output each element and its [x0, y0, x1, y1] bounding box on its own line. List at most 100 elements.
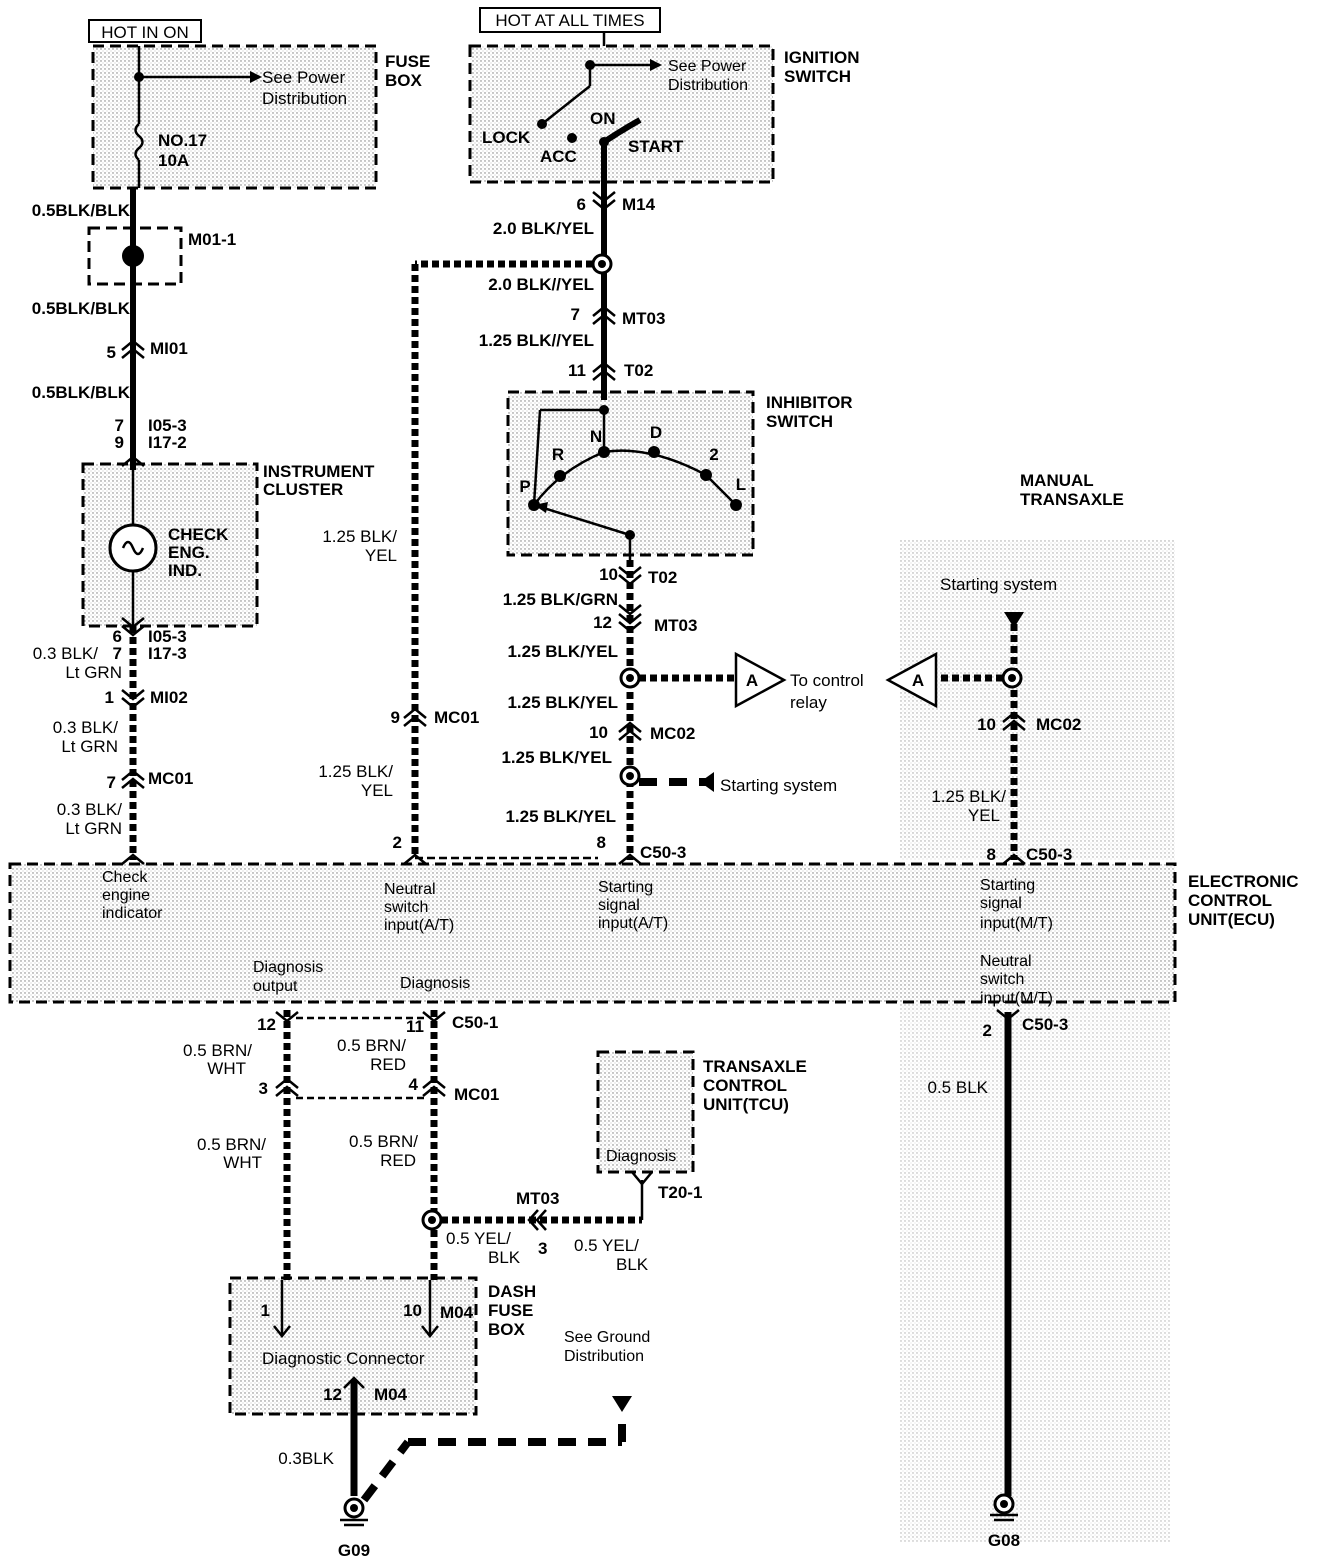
svg-text:Starting: Starting	[980, 877, 1035, 894]
mc01-connector-brn-wht	[275, 1077, 299, 1097]
svg-text:Lt GRN: Lt GRN	[65, 819, 122, 838]
svg-text:Starting system: Starting system	[940, 575, 1057, 594]
svg-text:N: N	[590, 427, 602, 446]
ignition-switch-lever	[541, 85, 591, 125]
svg-text:YEL: YEL	[361, 781, 393, 800]
svg-text:Distribution: Distribution	[262, 89, 347, 108]
svg-text:HOT IN ON: HOT IN ON	[101, 23, 189, 42]
svg-text:IND.: IND.	[168, 561, 202, 580]
svg-text:T20-1: T20-1	[658, 1183, 702, 1202]
svg-text:11: 11	[568, 361, 586, 380]
svg-text:8: 8	[597, 833, 606, 852]
mc01-connector-left	[121, 769, 145, 789]
svg-text:FUSE: FUSE	[385, 52, 430, 71]
left-branch: 0.5BLK/BLK M01-1 0.5BLK/BLK 5 MI01 0.5BL…	[32, 188, 375, 865]
svg-text:0.5 YEL/: 0.5 YEL/	[446, 1229, 511, 1248]
svg-text:Distribution: Distribution	[564, 1348, 644, 1365]
svg-text:2.0 BLK//YEL: 2.0 BLK//YEL	[488, 275, 594, 294]
tcu-outline	[596, 1050, 695, 1174]
mc01-connector-brn-red	[422, 1077, 446, 1097]
svg-text:See Power: See Power	[668, 58, 747, 75]
svg-text:MC01: MC01	[454, 1085, 499, 1104]
svg-text:10: 10	[977, 715, 996, 734]
svg-text:12: 12	[593, 613, 612, 632]
svg-text:1.25 BLK/YEL: 1.25 BLK/YEL	[501, 748, 612, 767]
ecu-outline	[8, 862, 1177, 1004]
svg-text:MC01: MC01	[148, 769, 193, 788]
arrow-starting-system	[700, 772, 714, 792]
svg-text:0.5 BRN/: 0.5 BRN/	[349, 1132, 418, 1151]
svg-text:10: 10	[589, 723, 608, 742]
svg-text:1: 1	[105, 688, 114, 707]
svg-text:9: 9	[391, 708, 400, 727]
svg-text:10: 10	[403, 1301, 422, 1320]
svg-text:To control: To control	[790, 671, 864, 690]
svg-text:1: 1	[261, 1301, 270, 1320]
svg-text:SWITCH: SWITCH	[784, 67, 851, 86]
ecu: ELECTRONIC CONTROL UNIT(ECU) Check engin…	[102, 869, 1299, 1007]
svg-text:switch: switch	[980, 971, 1024, 988]
instrument-cluster-outline	[81, 462, 259, 628]
svg-text:YEL: YEL	[365, 546, 397, 565]
svg-text:MC02: MC02	[1036, 715, 1081, 734]
svg-text:Lt GRN: Lt GRN	[61, 737, 118, 756]
svg-text:Diagnosis: Diagnosis	[253, 959, 323, 976]
svg-text:BOX: BOX	[385, 71, 423, 90]
ecu-shade	[10, 864, 1175, 1002]
svg-text:FUSE: FUSE	[488, 1301, 533, 1320]
svg-text:C50-1: C50-1	[452, 1013, 498, 1032]
svg-text:11: 11	[406, 1017, 424, 1036]
svg-text:1.25 BLK/GRN: 1.25 BLK/GRN	[503, 590, 618, 609]
svg-text:TRANSAXLE: TRANSAXLE	[1020, 490, 1124, 509]
svg-text:7: 7	[115, 416, 124, 435]
svg-text:engine: engine	[102, 887, 150, 904]
svg-text:12: 12	[257, 1015, 276, 1034]
svg-text:INSTRUMENT: INSTRUMENT	[263, 462, 375, 481]
svg-text:MT03: MT03	[654, 616, 697, 635]
mc02-connector-manual	[1002, 711, 1026, 731]
svg-text:input(A/T): input(A/T)	[384, 917, 454, 934]
svg-text:MI02: MI02	[150, 688, 188, 707]
svg-text:L: L	[736, 475, 746, 494]
svg-text:BOX: BOX	[488, 1320, 526, 1339]
mt03-connector-tcu	[527, 1209, 547, 1231]
manual-transaxle: MANUAL TRANSAXLE Starting system A 10 MC…	[885, 471, 1124, 1550]
svg-text:signal: signal	[980, 895, 1022, 912]
fuse-box-outline	[91, 44, 378, 190]
connector-a-left	[734, 651, 787, 709]
dash-fuse-box-outline	[228, 1276, 478, 1416]
svg-text:DASH: DASH	[488, 1282, 536, 1301]
svg-text:1.25 BLK/YEL: 1.25 BLK/YEL	[505, 807, 616, 826]
svg-text:RED: RED	[370, 1055, 406, 1074]
ignition-switch: See Power Distribution LOCK ACC ON START…	[482, 32, 860, 182]
svg-text:1.25 BLK/YEL: 1.25 BLK/YEL	[507, 642, 618, 661]
svg-text:2: 2	[983, 1021, 992, 1040]
svg-text:SWITCH: SWITCH	[766, 412, 833, 431]
svg-text:G08: G08	[988, 1531, 1020, 1550]
svg-text:10: 10	[599, 565, 618, 584]
svg-text:T02: T02	[648, 568, 677, 587]
svg-text:1.25 BLK/: 1.25 BLK/	[318, 762, 393, 781]
svg-text:UNIT(TCU): UNIT(TCU)	[703, 1095, 789, 1114]
tcu-shade	[598, 1052, 693, 1172]
svg-text:I17-2: I17-2	[148, 433, 187, 452]
mi01-connector	[121, 339, 145, 359]
svg-text:CONTROL: CONTROL	[1188, 891, 1272, 910]
svg-text:Check: Check	[102, 869, 148, 886]
svg-text:3: 3	[538, 1239, 547, 1258]
svg-text:M04: M04	[440, 1303, 474, 1322]
svg-text:WHT: WHT	[223, 1153, 262, 1172]
svg-text:0.3 BLK/: 0.3 BLK/	[33, 644, 98, 663]
svg-text:M14: M14	[622, 195, 656, 214]
svg-text:IGNITION: IGNITION	[784, 48, 860, 67]
ground-terminal-icon	[612, 1396, 632, 1412]
svg-text:Diagnosis: Diagnosis	[400, 975, 470, 992]
svg-text:switch: switch	[384, 899, 428, 916]
svg-text:NO.17: NO.17	[158, 131, 207, 150]
svg-text:Starting: Starting	[598, 879, 653, 896]
svg-text:10A: 10A	[158, 151, 189, 170]
svg-text:M01-1: M01-1	[188, 230, 236, 249]
svg-text:MANUAL: MANUAL	[1020, 471, 1094, 490]
svg-text:I05-3: I05-3	[148, 416, 187, 435]
